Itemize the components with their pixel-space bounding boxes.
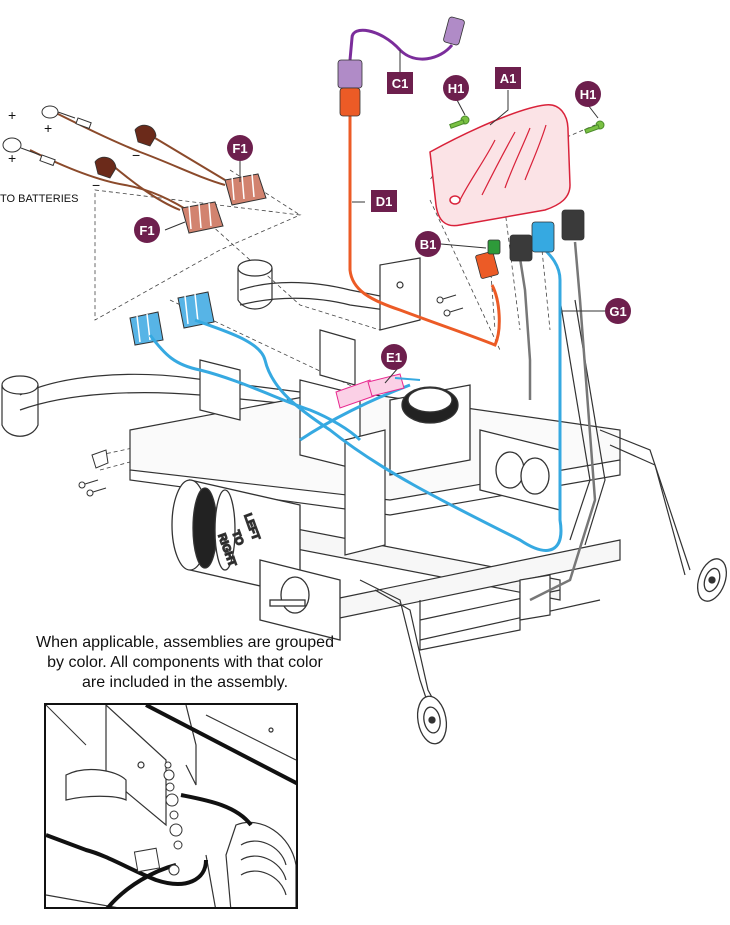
plus-lower-label: + (8, 150, 16, 166)
note-line-1: When applicable, assemblies are grouped (36, 634, 334, 651)
f1-connector-lower (181, 201, 224, 234)
harness-c1 (348, 28, 454, 61)
callout-f1-upper: F1 (227, 135, 253, 161)
to-batteries-label: TO BATTERIES (0, 193, 78, 205)
callout-f1-lower-text: F1 (139, 223, 154, 238)
anti-tip-wheel-rear (416, 695, 448, 745)
d1-plug-top (339, 87, 361, 117)
d1-plug-bottom (475, 251, 499, 279)
harness-d1 (348, 115, 501, 347)
minus-upper-label: − (132, 147, 140, 163)
callout-c1-text: C1 (392, 76, 409, 91)
g1-connector-frame-1 (177, 291, 215, 329)
controller-a1 (429, 104, 571, 227)
callout-h1-left: H1 (443, 75, 469, 101)
detail-inset-drawing (46, 705, 296, 907)
connector-e1 (335, 373, 421, 409)
callout-g1: G1 (605, 298, 631, 324)
callout-a1: A1 (495, 67, 521, 89)
callout-d1: D1 (371, 190, 397, 212)
callout-h1-right: H1 (575, 81, 601, 107)
screw-h1-left (449, 115, 470, 129)
detail-inset (44, 703, 298, 909)
battery-terminal-lower (2, 137, 56, 167)
plus-upper-label: + (8, 107, 16, 123)
plus-upper-label-2: + (44, 120, 52, 136)
callout-f1-upper-text: F1 (232, 141, 247, 156)
grey-plugs (509, 209, 585, 262)
minus-lower-label: − (92, 177, 100, 193)
g1-connector-frame-2 (129, 311, 164, 346)
note-line-2: by color. All components with that color (47, 654, 323, 671)
anti-tip-wheel-right (697, 558, 727, 602)
callout-a1-text: A1 (500, 71, 517, 86)
motor-right (389, 384, 561, 511)
note-line-3: are included in the assembly. (81, 674, 289, 691)
battery-boot-upper (134, 124, 157, 147)
assembly-color-note: When applicable, assemblies are grouped … (20, 633, 350, 693)
hardware-bolts (78, 294, 464, 497)
callout-h1-left-text: H1 (448, 81, 465, 96)
screw-h1-right (584, 120, 605, 134)
callout-leaders (164, 50, 605, 384)
battery-boot-lower (94, 156, 117, 179)
connector-b1 (487, 239, 501, 255)
callout-c1: C1 (387, 72, 413, 94)
callout-f1-lower: F1 (134, 217, 160, 243)
callout-h1-right-text: H1 (580, 87, 597, 102)
callout-b1-text: B1 (420, 237, 437, 252)
c1-plug-top (443, 16, 465, 46)
g1-plug-top (531, 221, 555, 253)
motor-left-text-2: TO (229, 529, 246, 548)
battery-terminal-upper (41, 105, 92, 130)
callout-d1-text: D1 (376, 194, 393, 209)
callout-g1-text: G1 (609, 304, 626, 319)
callout-e1: E1 (381, 344, 407, 370)
f1-connector-upper (224, 173, 267, 206)
motor-left: LEFT TO RIGHT (171, 479, 341, 641)
controller-harness-grey (518, 241, 597, 602)
callout-e1-text: E1 (386, 350, 402, 365)
callout-b1: B1 (415, 231, 441, 257)
c1-plug-bottom (337, 59, 363, 89)
